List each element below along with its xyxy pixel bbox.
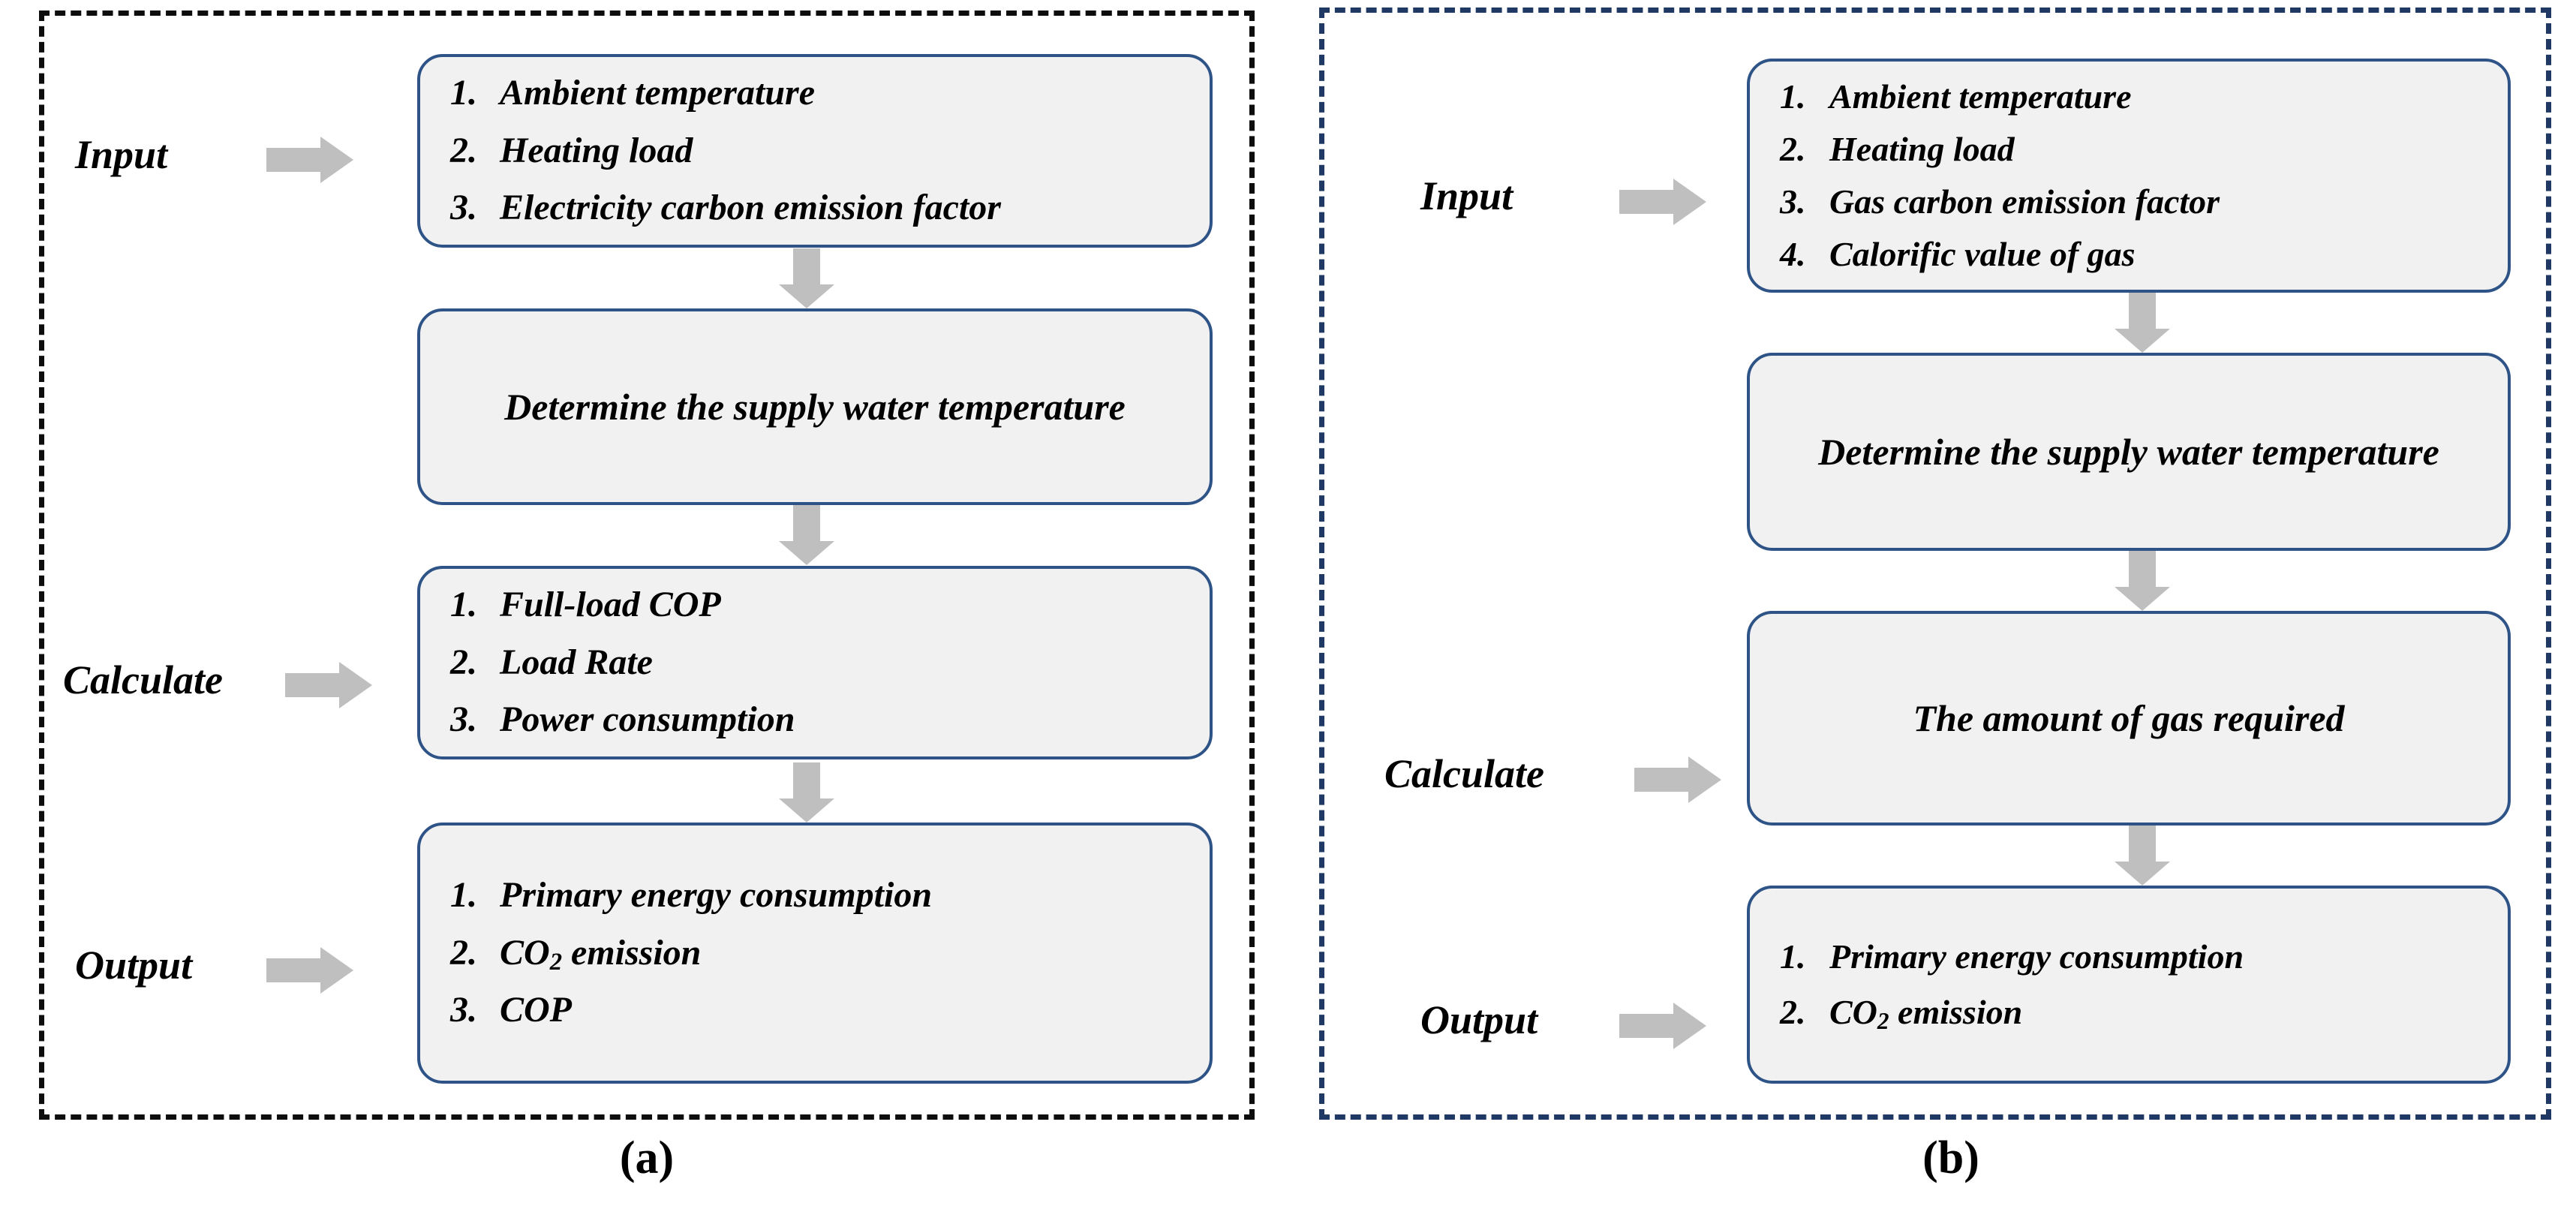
list-item: 2. Heating load — [450, 130, 693, 170]
panel-caption-b: (b) — [1922, 1132, 1979, 1183]
stage-label-input-b: Input — [1420, 173, 1513, 218]
process-box-a-output: 1. Primary energy consumption 2. CO2 emi… — [417, 823, 1213, 1084]
right-block-arrow-icon — [285, 662, 372, 708]
process-box-a-determine-temperature: Determine the supply water temperature — [417, 308, 1213, 505]
stage-label-output-a: Output — [75, 943, 193, 988]
right-block-arrow-icon — [266, 137, 353, 183]
list-item: 3. Gas carbon emission factor — [1780, 182, 2220, 221]
list-item: 4. Calorific value of gas — [1780, 234, 2136, 273]
list-item: 1. Primary energy consumption — [450, 874, 933, 915]
stage-label-calculate-a: Calculate — [63, 657, 223, 702]
list-item: 1. Primary energy consumption — [1780, 937, 2244, 976]
list-item: 2. Heating load — [1780, 130, 2015, 169]
process-box-b-determine-temperature: Determine the supply water temperature — [1747, 353, 2511, 551]
list-item: 2. CO2 emission — [420, 925, 1210, 982]
process-box-b-input: 1. Ambient temperature 2. Heating load 3… — [1747, 59, 2511, 293]
panel-a-dashed-frame — [39, 11, 1255, 1120]
right-block-arrow-icon — [1634, 756, 1721, 803]
co2-emission-text: CO2 emission — [1829, 993, 2023, 1034]
down-block-arrow-icon — [2115, 551, 2170, 611]
list-item: 3. Electricity carbon emission factor — [450, 188, 1001, 228]
box-text: The amount of gas required — [1913, 696, 2345, 739]
down-block-arrow-icon — [779, 248, 834, 308]
panel-b-dashed-frame — [1319, 8, 2551, 1120]
process-box-b-gas-amount: The amount of gas required — [1747, 611, 2511, 826]
list-item: 1. Ambient temperature — [450, 72, 815, 113]
list-item: 1. Full-load COP — [450, 584, 721, 624]
stage-label-output-b: Output — [1420, 997, 1538, 1042]
panel-caption-a: (a) — [619, 1132, 675, 1183]
process-box-a-input: 1. Ambient temperature 2. Heating load 3… — [417, 54, 1213, 248]
right-block-arrow-icon — [1619, 179, 1706, 225]
down-block-arrow-icon — [2115, 826, 2170, 886]
down-block-arrow-icon — [779, 505, 834, 565]
box-text: Determine the supply water temperature — [1818, 430, 2439, 473]
process-box-a-calculate: 1. Full-load COP 2. Load Rate 3. Power c… — [417, 566, 1213, 759]
list-item: 2. CO2 emission — [1750, 985, 2508, 1040]
down-block-arrow-icon — [779, 762, 834, 823]
list-item: 3. Power consumption — [450, 699, 795, 740]
list-item: 2. Load Rate — [450, 642, 653, 682]
box-text: Determine the supply water temperature — [504, 385, 1126, 428]
right-block-arrow-icon — [266, 947, 353, 994]
down-block-arrow-icon — [2115, 293, 2170, 353]
list-item: 1. Ambient temperature — [1780, 77, 2132, 116]
list-item: 3. COP — [450, 990, 572, 1030]
right-block-arrow-icon — [1619, 1003, 1706, 1049]
process-box-b-output: 1. Primary energy consumption 2. CO2 emi… — [1747, 886, 2511, 1084]
stage-label-input-a: Input — [75, 132, 168, 177]
co2-emission-text: CO2 emission — [500, 932, 702, 976]
stage-label-calculate-b: Calculate — [1384, 751, 1544, 796]
